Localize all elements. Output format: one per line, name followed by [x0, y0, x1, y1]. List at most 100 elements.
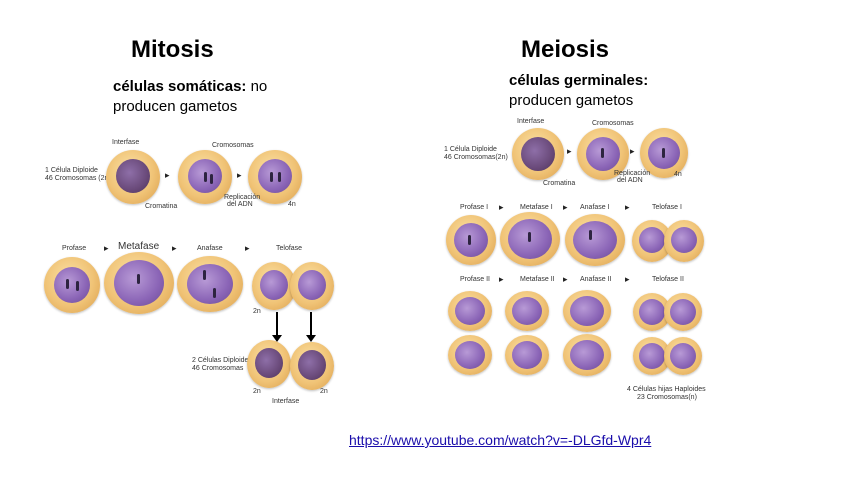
chromosome-icon [601, 148, 604, 158]
mitosis-label-diploid-2: 46 Cromosomas (2n) [45, 175, 111, 182]
mitosis-label-telofase: Telofase [276, 245, 303, 252]
meiosis-cell-4n [640, 128, 688, 178]
meiosis-subtitle-line2: producen gametos [509, 92, 634, 109]
arrow-icon: ▸ [630, 146, 635, 156]
arrow-icon: ▸ [563, 274, 568, 284]
chromosome-icon [203, 270, 206, 280]
mitosis-label-diploids-2: 46 Cromosomas [192, 365, 244, 372]
meiosis-label-cromatina: Cromatina [543, 180, 576, 187]
nucleus [255, 348, 283, 378]
nucleus [570, 340, 604, 370]
meiosis-subtitle-line1: células germinales: [509, 72, 649, 89]
nucleus [639, 343, 665, 369]
mitosis-cell-metafase [104, 252, 174, 314]
nucleus [298, 270, 326, 300]
chromosome-icon [66, 279, 69, 289]
meiosis-cell-metafase-2b [505, 335, 549, 375]
chromosome-icon [137, 274, 140, 284]
chromosome-icon [589, 230, 592, 240]
nucleus [454, 223, 488, 257]
arrow-icon: ▸ [625, 202, 630, 212]
mitosis-cell-anafase [177, 256, 243, 312]
chromosome-icon [662, 148, 665, 158]
nucleus [639, 227, 665, 253]
arrow-icon: ▸ [499, 202, 504, 212]
meiosis-cell-telofase-1-left [632, 220, 672, 262]
mitosis-cell-profase [44, 257, 100, 313]
mitosis-label-metafase: Metafase [118, 241, 160, 252]
meiosis-label-diploid-1: 1 Célula Diploide [444, 146, 497, 153]
nucleus [573, 221, 617, 259]
mitosis-subtitle-rest: no [246, 78, 268, 95]
mitosis-label-2n-a: 2n [253, 308, 261, 315]
nucleus [512, 341, 542, 369]
meiosis-cell-telofase-2b-right [664, 337, 702, 375]
mitosis-cell-telofase-right [290, 262, 334, 310]
mitosis-label-2n-c: 2n [320, 388, 328, 395]
nucleus [512, 297, 542, 325]
chromosome-icon [528, 232, 531, 242]
arrow-icon: ▸ [563, 202, 568, 212]
meiosis-cell-anafase-2b [563, 334, 611, 376]
mitosis-label-4n: 4n [288, 201, 296, 208]
arrow-icon: ▸ [237, 170, 242, 180]
mitosis-subtitle: células somáticas: no producen gametos [113, 77, 267, 117]
down-arrow-icon [272, 312, 282, 342]
meiosis-label-haploid-2: 23 Cromosomas(n) [637, 394, 697, 401]
meiosis-cell-profase-1 [446, 215, 496, 265]
meiosis-label-interfase: Interfase [517, 118, 545, 125]
meiosis-cell-profase-2b [448, 335, 492, 375]
meiosis-label-haploid-1: 4 Células hijas Haploides [627, 386, 706, 393]
meiosis-label-4n: 4n [674, 171, 682, 178]
meiosis-cell-metafase-2a [505, 291, 549, 331]
arrow-icon: ▸ [499, 274, 504, 284]
arrow-icon: ▸ [104, 243, 109, 253]
meiosis-subtitle: células germinales: producen gametos [509, 71, 648, 111]
meiosis-label-profase-2: Profase II [460, 276, 490, 283]
meiosis-label-telofase-2: Telofase II [652, 276, 684, 283]
nucleus [298, 350, 326, 380]
nucleus [570, 296, 604, 326]
mitosis-label-interfase-top: Interfase [112, 139, 140, 146]
nucleus [639, 299, 665, 325]
meiosis-label-replicacion-1: Replicación [614, 170, 651, 177]
nucleus [187, 264, 233, 304]
mitosis-cell-daughter-left [247, 340, 291, 388]
chromosome-icon [204, 172, 207, 182]
meiosis-label-replicacion-2: del ADN [617, 177, 643, 184]
nucleus [258, 159, 292, 193]
meiosis-title: Meiosis [521, 36, 610, 63]
mitosis-label-interfase-bottom: Interfase [272, 398, 300, 405]
arrow-icon: ▸ [625, 274, 630, 284]
nucleus [54, 267, 90, 303]
down-arrow-icon [306, 312, 316, 342]
mitosis-subtitle-line2: producen gametos [113, 98, 238, 115]
nucleus [671, 227, 697, 253]
arrow-icon: ▸ [172, 243, 177, 253]
mitosis-cell-interfase [106, 150, 160, 204]
meiosis-label-diploid-2: 46 Cromosomas(2n) [444, 154, 508, 161]
nucleus [670, 343, 696, 369]
mitosis-label-cromosomas: Cromosomas [212, 142, 254, 149]
meiosis-cell-anafase-1 [565, 214, 625, 266]
chromosome-icon [210, 174, 213, 184]
nucleus [116, 159, 150, 193]
meiosis-cell-telofase-2a-right [664, 293, 702, 331]
mitosis-title: Mitosis [131, 36, 214, 63]
meiosis-label-profase-1: Profase I [460, 204, 489, 211]
nucleus [670, 299, 696, 325]
chromosome-icon [76, 281, 79, 291]
mitosis-cell-4n [248, 150, 302, 204]
mitosis-label-cromatina: Cromatina [145, 203, 178, 210]
nucleus [455, 341, 485, 369]
arrow-icon: ▸ [567, 146, 572, 156]
youtube-link[interactable]: https://www.youtube.com/watch?v=-DLGfd-W… [349, 432, 652, 448]
chromosome-icon [270, 172, 273, 182]
chromosome-icon [468, 235, 471, 245]
meiosis-label-cromosomas: Cromosomas [592, 120, 634, 127]
meiosis-cell-telofase-1-right [664, 220, 704, 262]
mitosis-label-diploid-1: 1 Célula Diploide [45, 167, 98, 174]
mitosis-label-anafase: Anafase [197, 245, 223, 252]
chromosome-icon [278, 172, 281, 182]
meiosis-cell-metafase-1 [500, 212, 560, 266]
